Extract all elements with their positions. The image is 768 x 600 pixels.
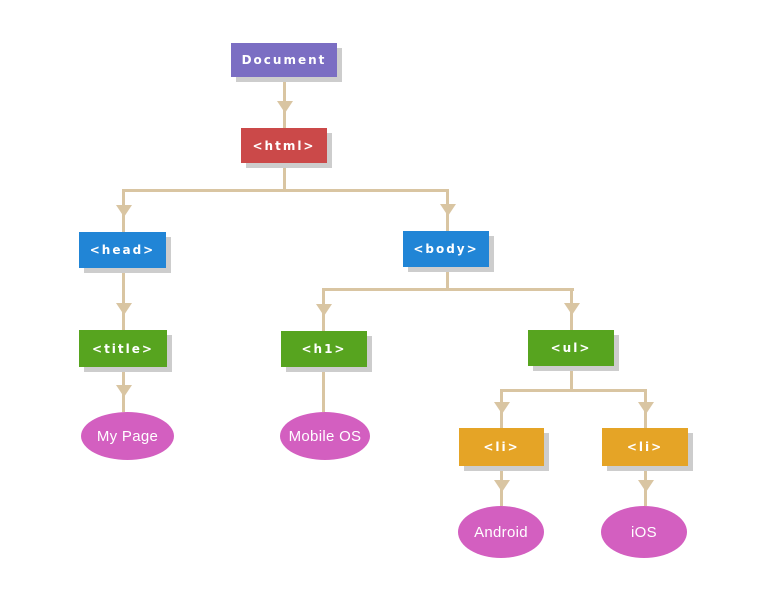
node-document: Document	[231, 43, 337, 77]
node-li-tag-first: <li>	[459, 428, 544, 466]
connector-head-title	[122, 268, 125, 330]
arrow-down-icon	[638, 402, 654, 414]
node-text-my-page: My Page	[81, 412, 174, 460]
node-body-tag: <body>	[403, 231, 489, 267]
node-h1-tag: <h1>	[281, 331, 367, 367]
node-text-mobile-os: Mobile OS	[280, 412, 370, 460]
node-title-tag: <title>	[79, 330, 167, 367]
connector-html-children-rail	[122, 189, 449, 192]
connector-ul-stem	[570, 366, 573, 391]
arrow-down-icon	[116, 205, 132, 217]
arrow-down-icon	[116, 303, 132, 315]
connector-html-stem	[283, 163, 286, 190]
node-html-tag: <html>	[241, 128, 327, 163]
arrow-down-icon	[494, 480, 510, 492]
node-ul-tag: <ul>	[528, 330, 614, 366]
node-li-tag-second: <li>	[602, 428, 688, 466]
connector-ul-children-rail	[500, 389, 647, 392]
connector-body-children-rail	[322, 288, 574, 291]
node-text-android: Android	[458, 506, 544, 558]
arrow-down-icon	[494, 402, 510, 414]
arrow-down-icon	[638, 480, 654, 492]
node-head-tag: <head>	[79, 232, 166, 268]
arrow-down-icon	[277, 101, 293, 113]
arrow-down-icon	[316, 304, 332, 316]
connector-h1-mobileos	[322, 367, 325, 412]
arrow-down-icon	[116, 385, 132, 397]
node-text-ios: iOS	[601, 506, 687, 558]
connector-body-stem	[446, 267, 449, 291]
arrow-down-icon	[440, 204, 456, 216]
arrow-down-icon	[564, 303, 580, 315]
